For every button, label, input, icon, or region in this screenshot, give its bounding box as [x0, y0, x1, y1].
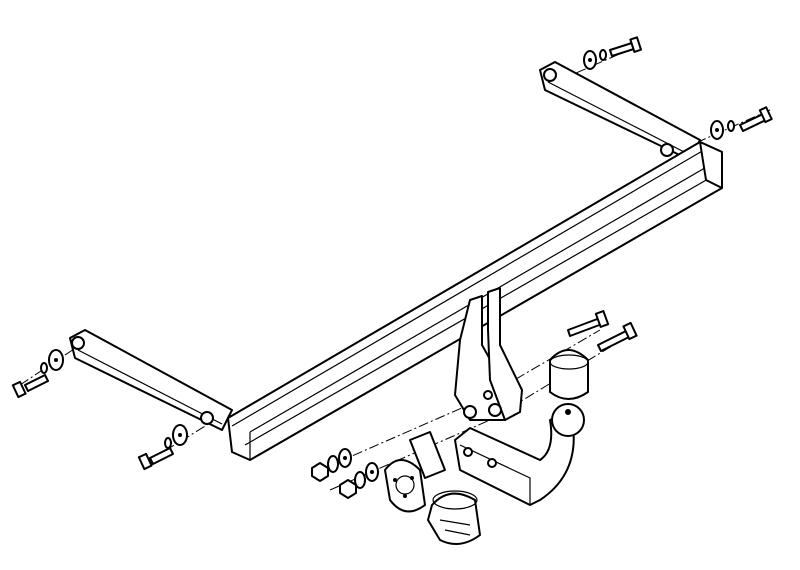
ball-cap: [549, 349, 589, 400]
assembly-lines: [19, 44, 771, 491]
electrical-socket-assembly: [384, 431, 481, 545]
bolt-icon: [11, 374, 49, 399]
right-side-bracket: [539, 61, 701, 161]
bolt-icon: [137, 447, 174, 471]
bolt-icon: [609, 36, 643, 57]
bolt-icon: [597, 321, 638, 352]
tow-ball-arm: [454, 403, 585, 506]
ball-mount-bracket: [454, 287, 523, 421]
bolts: [11, 36, 773, 471]
washers-and-nuts: [40, 49, 735, 499]
left-side-bracket: [69, 329, 233, 431]
bolt-icon: [739, 106, 773, 132]
bolt-icon: [567, 310, 610, 337]
